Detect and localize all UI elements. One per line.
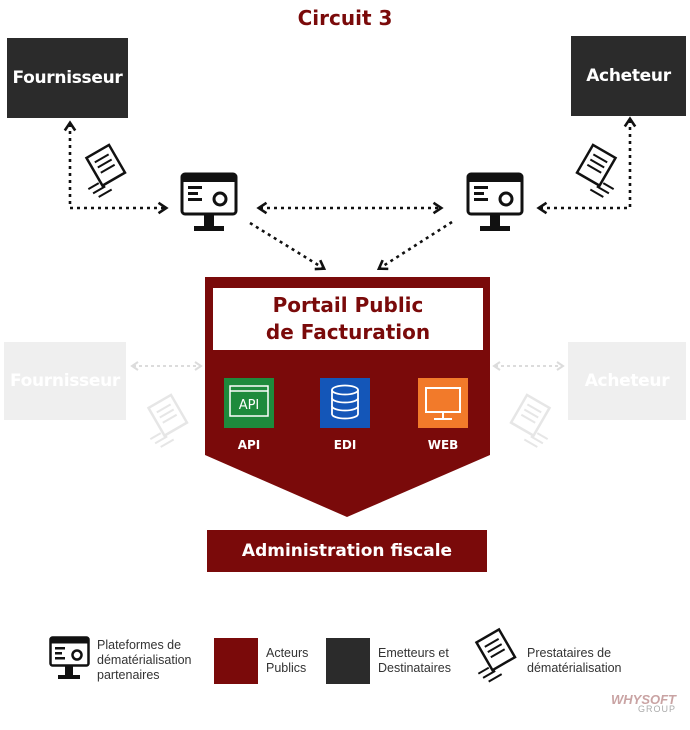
left-platform-portal-arrow [249, 221, 327, 271]
acheteur-box: Acheteur [571, 36, 686, 116]
right-platform-portal-arrow [376, 220, 453, 271]
acheteur-ghost-box: Acheteur [568, 342, 686, 420]
whysoft-logo: WHYSOFT GROUP [611, 692, 676, 714]
fournisseur-ghost-box: Fournisseur [4, 342, 126, 420]
platform-icon-right [466, 172, 524, 231]
fournisseur-box: Fournisseur [7, 38, 128, 118]
administration-fiscale-box: Administration fiscale [207, 530, 487, 572]
document-icon-ghost-right [509, 393, 552, 448]
platform-icon-left [180, 172, 238, 231]
portal-title-line1: Portail Public [272, 293, 424, 317]
web-tile [418, 378, 468, 428]
legend-public-swatch [214, 638, 258, 684]
legend-emitter-swatch [326, 638, 370, 684]
fournisseur-platform-arrow [63, 120, 169, 215]
edi-label: EDI [333, 438, 357, 452]
diagram-title: Circuit 3 [297, 6, 393, 30]
edi-tile [320, 378, 370, 428]
api-tile [224, 378, 274, 428]
document-icon-ghost-left [146, 393, 189, 448]
portal-title-line2: de Facturation [265, 320, 431, 344]
portal-title: Portail Public de Facturation [213, 288, 483, 350]
document-icon-right [575, 143, 618, 198]
legend-document-icon [474, 627, 517, 683]
api-icon-text: API [238, 398, 260, 413]
legend-platform-icon [49, 636, 90, 679]
document-icon-left [84, 143, 127, 198]
web-label: WEB [427, 438, 459, 452]
acheteur-platform-arrow [536, 116, 637, 215]
api-label: API [237, 438, 261, 452]
